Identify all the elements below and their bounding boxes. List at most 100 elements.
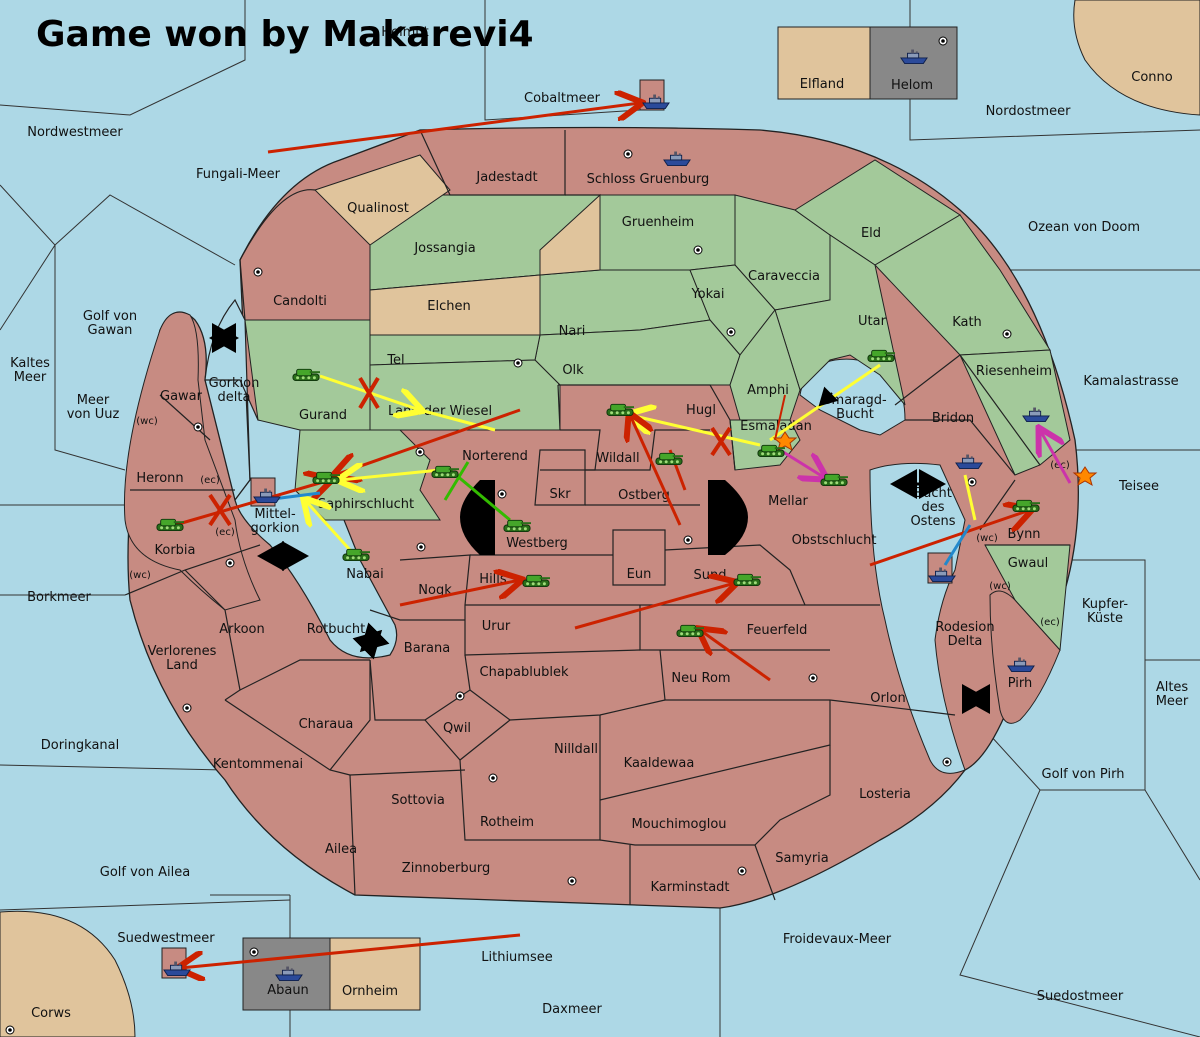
supply-center-dot-8 (970, 480, 974, 484)
provinces-olk-label: Olk (562, 363, 584, 378)
sea-labels-mittelgorkion-label: Mittel-gorkion (251, 507, 300, 536)
failed-order-x-3 (208, 493, 232, 527)
provinces-elfland-label: Elfland (800, 77, 844, 92)
order-arrow-wiesel (419, 408, 496, 432)
sea-labels-doringkanal-label: Doringkanal (41, 738, 120, 753)
supply-center-dot-9 (500, 492, 504, 496)
supply-center-dot-21 (418, 450, 422, 454)
provinces-mellar-label: Mellar (768, 494, 808, 509)
provinces-zinnoberburg-label: Zinnoberburg (402, 861, 490, 876)
provinces-wildall-label: Wildall (596, 451, 639, 466)
supply-center-dot-4 (729, 330, 733, 334)
failed-order-x-2 (710, 426, 732, 457)
order-arrow-norterend (340, 470, 441, 480)
provinces-gruenheim-label: Gruenheim (622, 215, 694, 230)
provinces-caraveccia-label: Caraveccia (748, 269, 820, 284)
supply-center-dot-5 (1005, 332, 1009, 336)
order-arrow-ostberg (630, 415, 682, 526)
provinces-qualinost-label: Qualinost (347, 201, 409, 216)
sea-labels-suedwest-label: Suedwestmeer (117, 931, 215, 946)
provinces-tel-label: Tel (386, 353, 404, 368)
order-arrow-teisee (1040, 430, 1072, 484)
supply-center-dot-0 (941, 39, 945, 43)
order-arrow-suedwest (180, 933, 521, 968)
order-arrow-green-2 (443, 461, 470, 501)
provinces-nogk-label: Nogk (418, 583, 452, 598)
provinces-rotheim-label: Rotheim (480, 815, 534, 830)
coast-tags-wc-label: (wc) (976, 533, 998, 544)
labels-layer: HelmutCobaltmeerNordwestmeerFungali-Meer… (10, 25, 1189, 1021)
provinces-samyria-label: Samyria (775, 851, 829, 866)
provinces-korbia-label: Korbia (154, 543, 195, 558)
provinces-barana-label: Barana (404, 641, 450, 656)
provinces-losteria-label: Losteria (859, 787, 911, 802)
provinces-amphi-label: Amphi (747, 383, 789, 398)
order-arrow-hills (399, 580, 520, 607)
adjacency-arrow-rotbucht (352, 622, 390, 660)
coast-tags-wc-label: (wc) (129, 570, 151, 581)
sea-labels-golf-ailea-label: Golf von Ailea (100, 865, 190, 880)
provinces-elchen-label: Elchen (427, 299, 470, 314)
sea-labels-rotbucht-label: Rotbucht (307, 622, 365, 637)
provinces-kath-label: Kath (952, 315, 982, 330)
provinces-orlon-label: Orlon (870, 691, 905, 706)
supply-center-dot-6 (516, 361, 520, 365)
provinces-ornheim-label: Ornheim (342, 984, 398, 999)
province-borders (124, 129, 1070, 905)
sea-labels-froidevaux-label: Froidevaux-Meer (783, 932, 892, 947)
provinces-westberg-label: Westberg (506, 536, 568, 551)
sea-labels-teisee-label: Teisee (1118, 479, 1159, 494)
supply-center-dot-2 (256, 270, 260, 274)
provinces-kaaldewaa-label: Kaaldewaa (624, 756, 695, 771)
supply-center-dot-10 (419, 545, 423, 549)
pirh-peninsula (989, 590, 1061, 724)
order-arrow-nabai (305, 500, 352, 552)
bounce-star-esmaladan (772, 431, 798, 452)
order-arrow-korbia (174, 480, 330, 527)
elfland-box[interactable] (777, 26, 871, 100)
provinces-yokai-label: Yokai (690, 287, 724, 302)
coast-tags-wc-label: (wc) (136, 416, 158, 427)
supply-center-dot-17 (491, 776, 495, 780)
tan-sliver (539, 193, 601, 276)
order-arrow-feuerfeld (700, 630, 771, 682)
bounce-star-teisee (1072, 466, 1098, 487)
provinces-gwaul-label: Gwaul (1008, 556, 1049, 571)
provinces-helom-label: Helom (891, 78, 933, 93)
corws-land (0, 910, 136, 1037)
order-arrow-blue-2 (943, 524, 972, 566)
provinces-gurand-label: Gurand (299, 408, 347, 423)
provinces-neu-rom-label: Neu Rom (671, 671, 730, 686)
order-arrow-magenta (779, 448, 825, 478)
provinces-eld-label: Eld (861, 226, 881, 241)
provinces-karminstadt-label: Karminstadt (650, 880, 729, 895)
sea-labels-conno-label: Conno (1131, 70, 1173, 85)
coast-tags-wc-label: (wc) (989, 581, 1011, 592)
coast-tags-ec-label: (ec) (1040, 617, 1060, 628)
provinces-nari-label: Nari (559, 324, 586, 339)
supply-center-dot-15 (185, 706, 189, 710)
elchen-land (369, 274, 541, 336)
provinces-skr-label: Skr (549, 487, 571, 502)
provinces-mouchimoglou-label: Mouchimoglou (631, 817, 726, 832)
sea-labels-fungali-label: Fungali-Meer (196, 167, 281, 182)
supply-center-dot-18 (570, 879, 574, 883)
provinces-nilldall-label: Nilldall (554, 742, 598, 757)
provinces-feuerfeld-label: Feuerfeld (747, 623, 808, 638)
supply-center-dot-3 (696, 248, 700, 252)
provinces-urur-label: Urur (482, 619, 511, 634)
sea-labels-nordwestmeer-label: Nordwestmeer (27, 125, 123, 140)
sea-labels-helmut-label: Helmut (381, 25, 428, 40)
supply-center-dot-19 (740, 869, 744, 873)
supply-center-dot-22 (8, 1028, 12, 1032)
sea-labels-cobaltmeer-label: Cobaltmeer (524, 91, 601, 106)
provinces-utar-label: Utar (858, 314, 887, 329)
provinces-heronn-label: Heronn (136, 471, 183, 486)
